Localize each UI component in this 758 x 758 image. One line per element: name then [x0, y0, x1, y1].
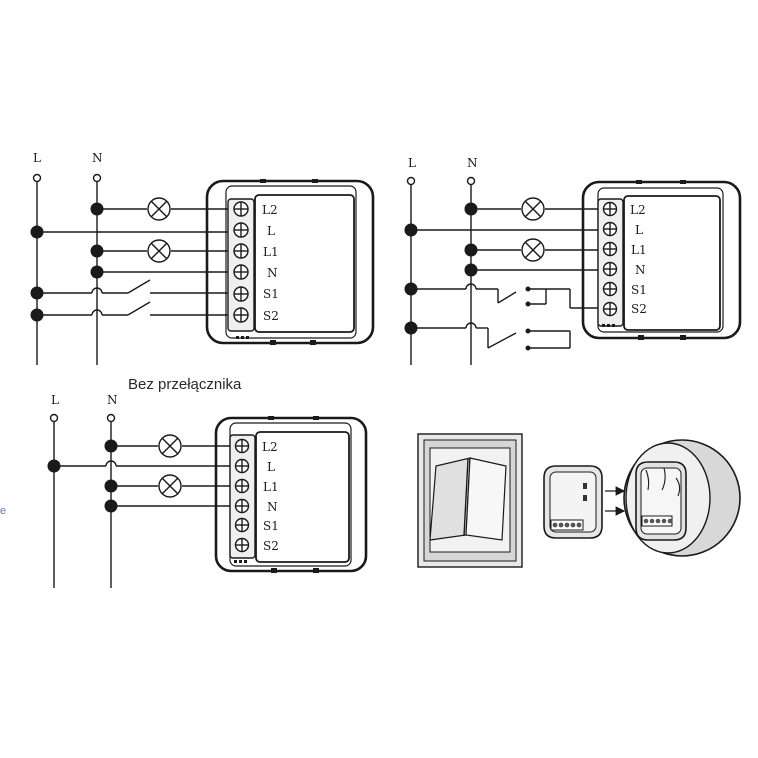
- lamp-icon: [147, 239, 171, 263]
- terminal-label: S2: [631, 302, 647, 316]
- diagram-no-switch: L N: [47, 393, 368, 588]
- terminal-label: L1: [631, 243, 647, 257]
- neutral-label: N: [467, 156, 478, 170]
- neutral-label: N: [107, 393, 118, 407]
- lamp-icon: [521, 238, 545, 262]
- terminal-screw-icon: [234, 438, 250, 553]
- junction-dot-icon: [30, 202, 104, 322]
- installation-illustration: [417, 433, 741, 568]
- terminal-label: N: [267, 500, 278, 514]
- terminal-label: S1: [631, 283, 647, 297]
- terminal-label: L2: [262, 203, 278, 217]
- terminal-label: S1: [263, 287, 279, 301]
- terminal-label: L2: [262, 440, 278, 454]
- terminal-label: N: [267, 266, 278, 280]
- line-label: L: [51, 393, 59, 407]
- terminal-label: S2: [263, 539, 279, 553]
- terminal-label: L1: [263, 480, 279, 494]
- terminal-label: L2: [630, 203, 646, 217]
- line-label: L: [408, 156, 416, 170]
- diagram-caption: Bez przełącznika: [128, 376, 242, 393]
- lamp-icon: [158, 434, 182, 458]
- diagram-two-way-switches: L N: [404, 156, 742, 365]
- lamp-icon: [521, 197, 545, 221]
- terminal-block: [234, 438, 250, 553]
- terminal-label: L: [267, 224, 275, 238]
- terminal-label: L: [635, 223, 643, 237]
- lamp-icon: [158, 474, 182, 498]
- wall-junction-box: [623, 439, 741, 557]
- line-label: L: [33, 151, 41, 165]
- switch-rocker-right: [465, 457, 507, 541]
- junction-dot-icon: [404, 202, 478, 335]
- neutral-label: N: [92, 151, 103, 165]
- svg-text:e: e: [0, 505, 6, 517]
- relay-module: [205, 179, 375, 345]
- terminal-label: L: [267, 460, 275, 474]
- terminal-label: S1: [263, 519, 279, 533]
- terminal-screw-icon: [643, 518, 673, 524]
- terminal-block: [602, 201, 618, 317]
- terminal-label: S2: [263, 309, 279, 323]
- wall-switch-plate: [417, 433, 523, 568]
- terminal-block: [233, 201, 249, 323]
- relay-module-small: [543, 465, 603, 539]
- terminal-label: N: [635, 263, 646, 277]
- terminal-screw-icon: [233, 201, 249, 323]
- terminal-label: L1: [263, 245, 279, 259]
- terminal-screw-icon: [602, 201, 618, 317]
- lamp-icon: [147, 197, 171, 221]
- junction-dot-icon: [47, 439, 118, 513]
- terminal-screw-icon: [552, 522, 582, 528]
- diagram-two-switches: L N: [30, 151, 375, 365]
